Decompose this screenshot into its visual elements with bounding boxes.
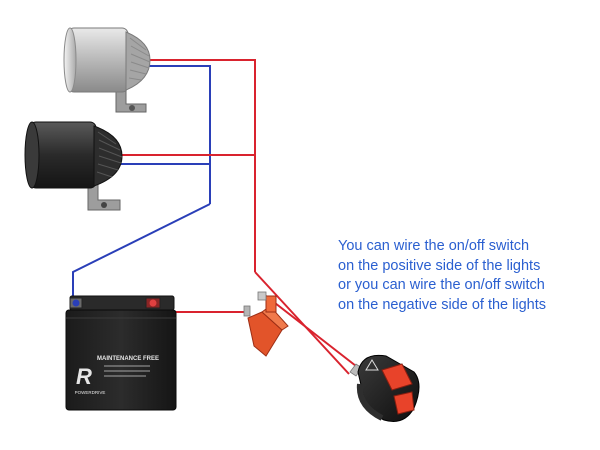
warning-triangle-icon (365, 359, 379, 371)
negative-wire-light1 (148, 65, 211, 204)
note-line-3: or you can wire the on/off switch (338, 277, 545, 293)
battery: MAINTENANCE FREE R POWERDRIVE (65, 295, 177, 411)
battery-label-top: MAINTENANCE FREE (97, 356, 159, 362)
wiring-note: You can wire the on/off switch on the po… (338, 237, 588, 315)
negative-wires (72, 65, 211, 300)
light-1-silver (63, 27, 151, 113)
positive-wire-light1 (148, 59, 256, 272)
battery-brand: POWERDRIVE (75, 390, 106, 395)
switch-button-top (381, 363, 413, 391)
light-2-black (24, 121, 123, 211)
note-line-2: on the positive side of the lights (338, 257, 541, 274)
fuse (243, 291, 289, 357)
handlebar-switch (349, 354, 420, 422)
negative-wire-battery (72, 203, 211, 300)
switch-button-bottom (393, 391, 415, 415)
battery-logo: R (76, 364, 92, 389)
note-line-4: on the negative side of the lights (338, 296, 546, 313)
note-line-1: You can wire the on/off switch (338, 238, 530, 254)
